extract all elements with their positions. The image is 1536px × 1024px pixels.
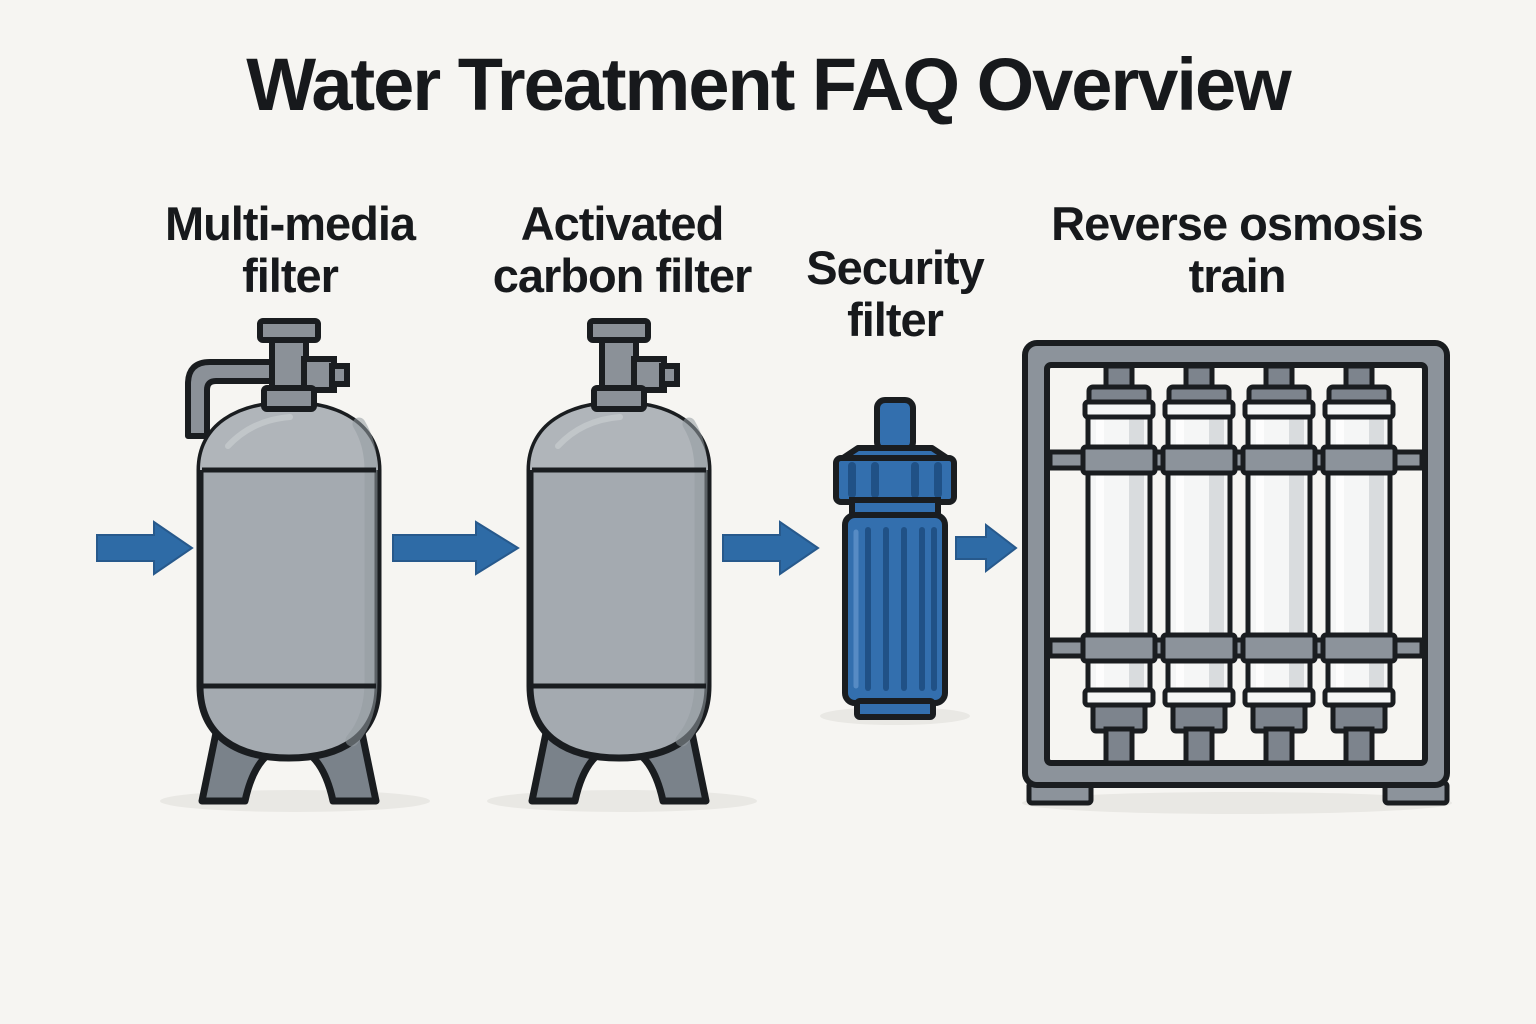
- cap-ring-ribs: [848, 462, 942, 498]
- rack-frame-band: [1025, 343, 1447, 785]
- flow-arrows: [96, 520, 1018, 576]
- membrane-vessel-4: [1323, 366, 1395, 763]
- membrane-vessel-3: [1243, 366, 1315, 763]
- membrane-vessel-2: [1163, 366, 1235, 763]
- flow-arrow-3: [722, 520, 820, 576]
- rack-frame-outer-outline: [1022, 340, 1450, 788]
- flow-arrow-1: [96, 520, 194, 576]
- flow-arrow-2: [392, 520, 520, 576]
- membrane-vessel-1: [1083, 366, 1155, 763]
- cartridge-bottom-rim: [854, 698, 936, 720]
- page-title: Water Treatment FAQ Overview: [246, 43, 1291, 126]
- rack-frame-inner-outline: [1044, 362, 1428, 766]
- cartridge-top-port: [874, 397, 916, 453]
- stage-label-multi-media-filter: Multi-media filter: [164, 197, 416, 302]
- cartridge-body: [842, 512, 948, 706]
- stage-label-security-filter: Security filter: [806, 241, 984, 346]
- cartridge-body-ribs: [865, 527, 937, 691]
- activated-carbon-filter-tank: [530, 321, 708, 801]
- security-filter-cartridge: [833, 397, 957, 720]
- multi-media-filter-tank: [185, 321, 378, 801]
- stage-label-activated-carbon-filter: Activated carbon filter: [492, 197, 753, 302]
- flow-arrow-4: [955, 522, 1018, 574]
- stage-label-reverse-osmosis-train: Reverse osmosis train: [1051, 197, 1424, 302]
- reverse-osmosis-train: [1022, 340, 1450, 806]
